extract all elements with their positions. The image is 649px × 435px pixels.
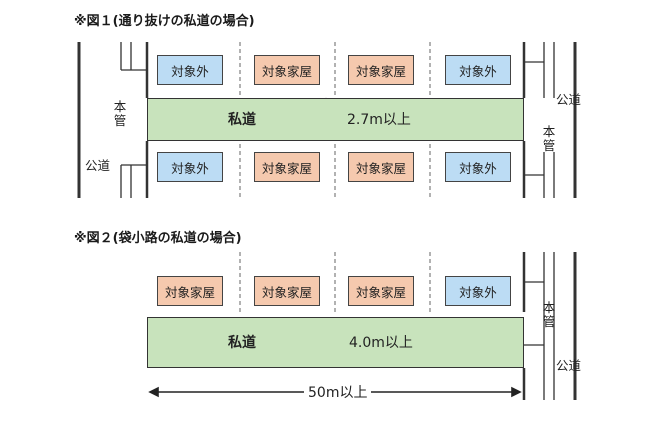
lot-target-house: 対象家屋 bbox=[348, 152, 414, 182]
length-label: 50m以上 bbox=[304, 382, 372, 402]
lot-excluded: 対象外 bbox=[445, 152, 511, 182]
lot-excluded: 対象外 bbox=[445, 276, 511, 306]
main-pipe-label: 本管 bbox=[542, 300, 556, 329]
lot-target-house: 対象家屋 bbox=[254, 276, 320, 306]
lot-target-house: 対象家屋 bbox=[348, 276, 414, 306]
main-pipe-label: 本管 bbox=[542, 124, 556, 153]
lot-target-house: 対象家屋 bbox=[254, 55, 320, 85]
lot-target-house: 対象家屋 bbox=[254, 152, 320, 182]
private-road bbox=[147, 317, 524, 368]
private-road-label: 私道 bbox=[228, 335, 256, 351]
public-road-label: 公道 bbox=[556, 92, 582, 107]
public-road-label: 公道 bbox=[556, 358, 582, 373]
lot-target-house: 対象家屋 bbox=[348, 55, 414, 85]
lot-excluded: 対象外 bbox=[157, 55, 223, 85]
road-width-label: 2.7m以上 bbox=[347, 112, 411, 128]
lot-target-house: 対象家屋 bbox=[157, 276, 223, 306]
private-road-label: 私道 bbox=[228, 112, 256, 128]
lot-excluded: 対象外 bbox=[157, 152, 223, 182]
road-width-label: 4.0m以上 bbox=[349, 335, 413, 351]
lot-excluded: 対象外 bbox=[445, 55, 511, 85]
private-road bbox=[147, 98, 524, 141]
figure-2-title: ※図２(袋小路の私道の場合) bbox=[74, 231, 242, 246]
main-pipe-label: 本管 bbox=[113, 99, 127, 128]
public-road-label: 公道 bbox=[85, 158, 111, 173]
figure-1-title: ※図１(通り抜けの私道の場合) bbox=[74, 14, 255, 29]
